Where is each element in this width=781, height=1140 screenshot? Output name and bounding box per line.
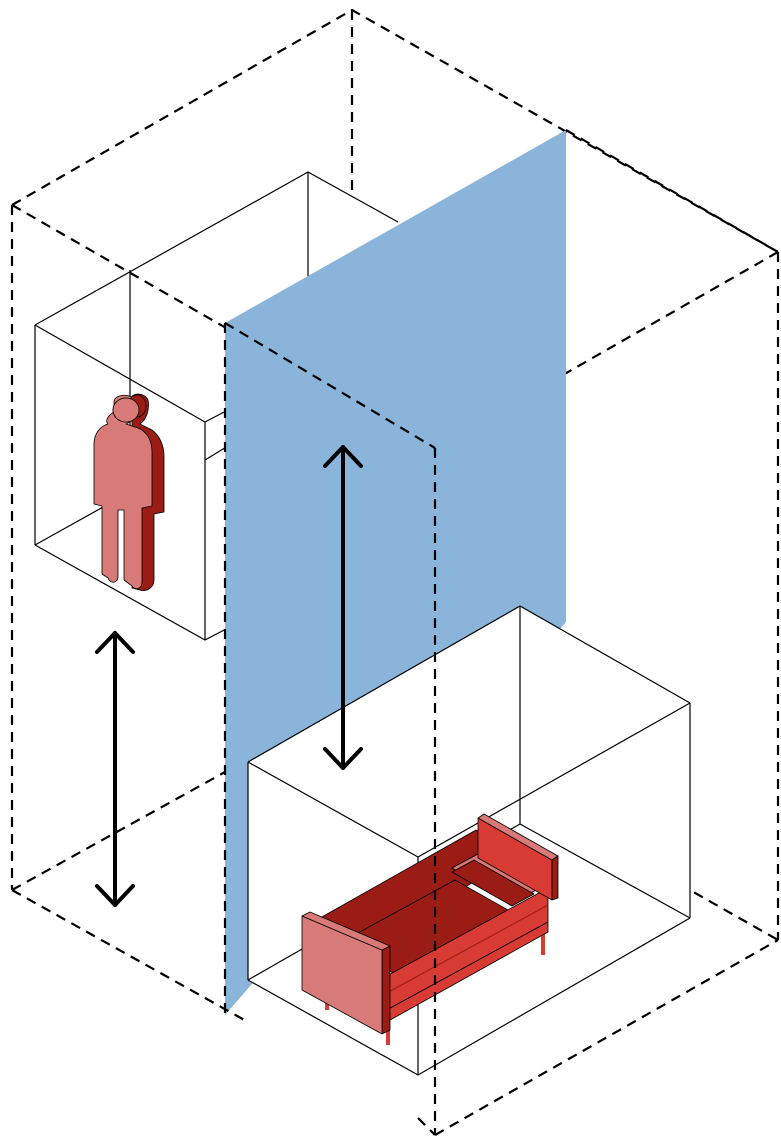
- person-icon: [93, 393, 165, 591]
- sofa-icon: [301, 813, 559, 1045]
- double-headed-arrow: [95, 631, 135, 907]
- double-headed-arrow: [323, 445, 363, 770]
- outer-volume-inner-edges: [223, 129, 779, 1015]
- outer-volume-front-edges: [10, 205, 780, 1136]
